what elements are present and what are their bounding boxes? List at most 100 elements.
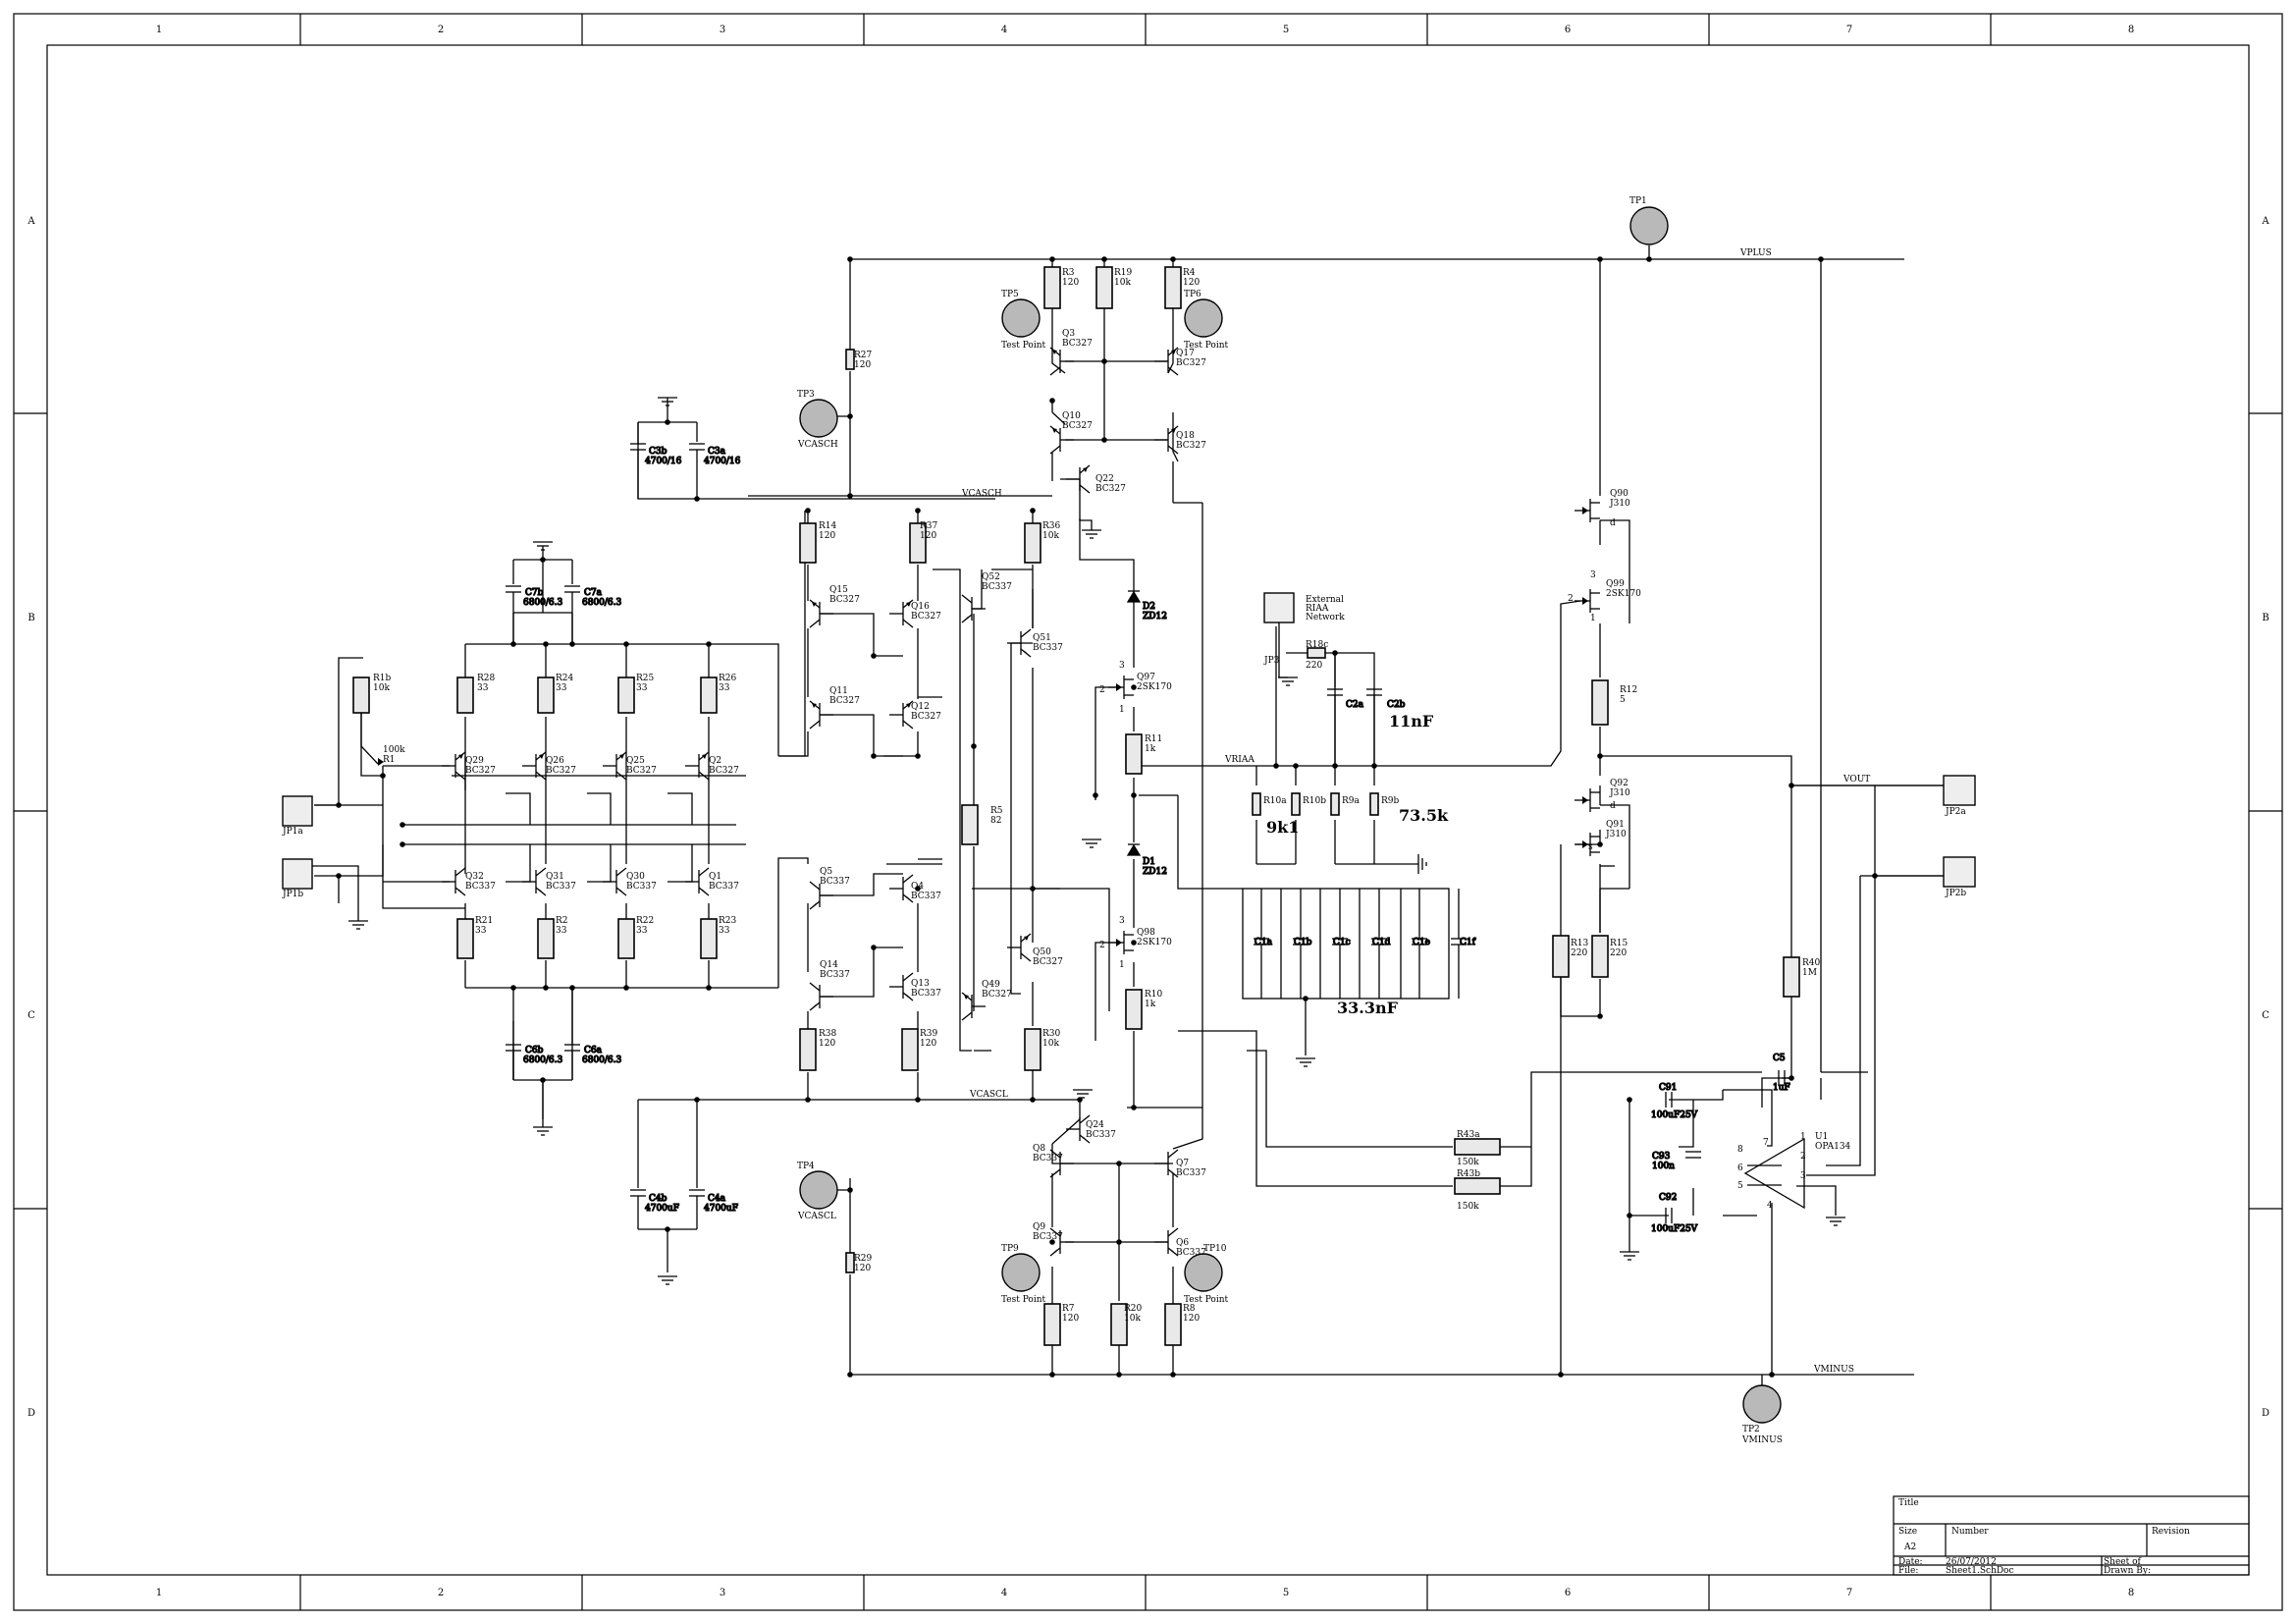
r10-ref: R10 [1145, 990, 1163, 1000]
transistor-value: BC327 [546, 766, 576, 776]
ground-symbol [658, 397, 677, 406]
c3a-ref: C3a [708, 447, 726, 457]
tp6-label: Test Point [1184, 341, 1229, 351]
u1-ref: U1 [1815, 1132, 1828, 1142]
c2b-ref: C2b [1387, 700, 1406, 710]
transistor-value: BC327 [1033, 957, 1063, 967]
zone-col-8: 8 [2128, 25, 2134, 35]
transistor-value: BC337 [626, 882, 657, 892]
transistor-value: BC337 [1176, 1168, 1206, 1178]
transistor-value: BC327 [1176, 358, 1206, 368]
transistor-value: BC327 [626, 766, 657, 776]
transistor-value: BC337 [911, 892, 941, 901]
transistor-ref: Q17 [1176, 349, 1195, 358]
c4b-ref: C4b [649, 1194, 667, 1204]
capacitors: C3b 4700/16 C3a 4700/16 C7b 6800/6.3 C7a… [506, 442, 1790, 1235]
r20-value: 10k [1124, 1314, 1141, 1324]
resistor-r19 [1095, 266, 1113, 309]
zone-row-a: A [27, 216, 35, 227]
transistor-value: BC337 [1176, 1248, 1206, 1258]
pin-number: 3 [1119, 916, 1125, 926]
transistor-ref: Q30 [626, 872, 645, 882]
c3a-value: 4700/16 [704, 457, 741, 466]
r37-value: 120 [920, 531, 936, 541]
r14-value: 120 [819, 531, 835, 541]
r7-value: 120 [1062, 1314, 1079, 1324]
ground-symbol [348, 920, 368, 930]
r9a-ref: R9a [1342, 796, 1361, 806]
u1-pin-7: 7 [1763, 1138, 1769, 1148]
resistor-r24 [537, 676, 555, 714]
drawn-label: Drawn By: [2104, 1566, 2151, 1576]
r1b-ref: R1b [373, 674, 392, 683]
transistor-ref: Q6 [1176, 1238, 1189, 1248]
transistor-value: BC337 [820, 877, 850, 887]
resistor-r25 [617, 676, 635, 714]
c92-ref: C92 [1659, 1193, 1677, 1203]
fet-value: 2SK170 [1137, 938, 1172, 947]
r2-ref: R2 [556, 916, 568, 926]
connector-jp2a [1943, 775, 1976, 806]
c92-value: 100uF25V [1651, 1224, 1698, 1234]
pin-number: 2 [1099, 941, 1105, 950]
transistor-value: BC327 [829, 595, 860, 605]
resistor-r13 [1552, 935, 1570, 978]
connector-jp2b [1943, 856, 1976, 888]
transistor-value: BC327 [1176, 441, 1206, 451]
resistor-r30 [1024, 1028, 1041, 1071]
annotation-33nf: 33.3nF [1337, 999, 1399, 1017]
transistor-value: BC337 [820, 970, 850, 980]
pin-letter: s [1588, 842, 1593, 852]
resistor-r27 [845, 349, 855, 370]
fet-ref: Q97 [1137, 673, 1155, 682]
zone-col-2: 2 [438, 25, 444, 35]
wires [314, 258, 1944, 1376]
zone-col-3-bottom: 3 [720, 1588, 725, 1598]
r43a-value: 150k [1457, 1158, 1479, 1167]
jp1b-ref: JP1b [282, 890, 303, 899]
resistor-r10 [1125, 989, 1143, 1030]
r8-value: 120 [1183, 1314, 1200, 1324]
r36-ref: R36 [1042, 521, 1061, 531]
ground-symbol [658, 1275, 677, 1285]
transistor-value: BC327 [1062, 421, 1093, 431]
transistor-value: BC327 [709, 766, 739, 776]
title-label: Title [1898, 1498, 1919, 1508]
tp4-label: VCASCL [797, 1212, 836, 1221]
r15-value: 220 [1610, 948, 1627, 958]
transistor-ref: Q2 [709, 756, 721, 766]
r4-ref: R4 [1183, 268, 1196, 278]
c1f-ref: C1f [1460, 938, 1476, 947]
fet-ref: Q99 [1606, 579, 1625, 589]
test-point-tp3 [799, 399, 838, 438]
u1-pin-1: 1 [1800, 1132, 1806, 1142]
c4a-value: 4700uF [704, 1204, 738, 1214]
resistor-r26 [700, 676, 718, 714]
r12-ref: R12 [1620, 685, 1637, 695]
tp3-ref: TP3 [797, 390, 815, 400]
r25-ref: R25 [636, 674, 655, 683]
connectors: JP1a JP1b JP2a JP2b JP3 External RIAA Ne… [282, 592, 1976, 921]
resistor-r36 [1024, 522, 1041, 564]
r13-value: 220 [1571, 948, 1587, 958]
transistor-value: BC337 [1033, 1154, 1063, 1163]
zone-row-a-right: A [2261, 216, 2269, 227]
r38-value: 120 [819, 1039, 835, 1049]
transistor-value: BC327 [1062, 339, 1093, 349]
pin-number: 1 [1590, 614, 1596, 623]
ground-symbol [1082, 529, 1101, 539]
r1b-value: 10k [373, 683, 390, 693]
ground-symbols [348, 397, 1845, 1285]
transistor-value: BC337 [1086, 1130, 1116, 1140]
transistor-ref: Q4 [911, 882, 924, 892]
